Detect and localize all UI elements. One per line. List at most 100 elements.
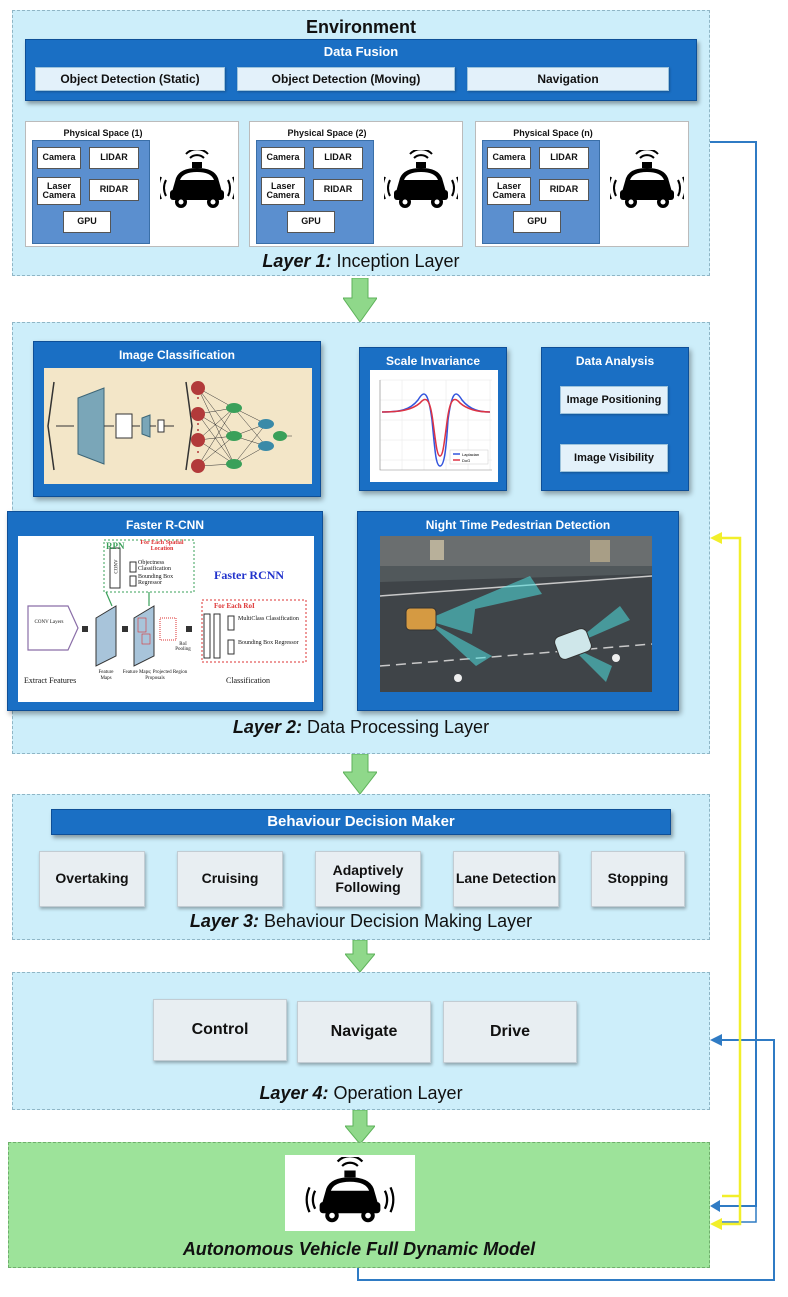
stopping-box: Stopping [591, 851, 685, 907]
layer1-caption: Layer 1: Inception Layer [13, 251, 709, 272]
sensor-group: Camera LIDAR Laser Camera RIDAR GPU [482, 140, 600, 244]
bbox-regressor2-label: Bounding Box Regressor [238, 640, 299, 646]
cnn-diagram [44, 368, 312, 484]
layer2-caption-text: Data Processing Layer [301, 717, 490, 737]
conv-layers-label: CONV Layers [34, 620, 64, 625]
night-detection-image [380, 536, 652, 692]
feedback-line-yellow [722, 536, 742, 1226]
data-analysis-panel: Data Analysis Image Positioning Image Vi… [541, 347, 689, 491]
feedback-branch [720, 1040, 757, 1223]
feature-maps-label: Feature Maps [98, 670, 114, 681]
scale-invariance-title: Scale Invariance [385, 354, 481, 368]
ridar-sensor: RIDAR [313, 179, 363, 201]
physical-space-2: Physical Space (2) Camera LIDAR Laser Ca… [249, 121, 463, 247]
layer4-caption-em: Layer 4: [259, 1083, 329, 1103]
camera-sensor: Camera [487, 147, 531, 169]
flow-arrow-1 [343, 278, 377, 322]
physical-space-title: Physical Space (1) [63, 128, 143, 138]
inception-layer: Environment Data Fusion Object Detection… [12, 10, 710, 276]
faster-rcnn-graphic [27, 539, 307, 667]
operation-layer: Control Navigate Drive Layer 4: Operatio… [12, 972, 710, 1110]
environment-title: Environment [305, 17, 416, 37]
image-positioning-box: Image Positioning [560, 386, 668, 414]
arrowhead-yellow-layer2 [710, 532, 722, 544]
fusion-item-static: Object Detection (Static) [35, 67, 225, 91]
layer3-caption: Layer 3: Behaviour Decision Making Layer [13, 911, 709, 932]
data-processing-layer: Image Classification [7, 322, 710, 754]
data-analysis-title: Data Analysis [575, 354, 655, 368]
scale-invariance-chart: Laplacian DoG [370, 370, 498, 482]
vehicle-image-box [285, 1155, 415, 1231]
lidar-sensor: LIDAR [89, 147, 139, 169]
camera-sensor: Camera [37, 147, 81, 169]
gpu-unit: GPU [287, 211, 335, 233]
lane-detection-box: Lane Detection [453, 851, 559, 907]
for-each-spatial-label: For Each Spatial Location [140, 540, 184, 552]
ridar-sensor: RIDAR [89, 179, 139, 201]
cruising-box: Cruising [177, 851, 283, 907]
physical-space-title: Physical Space (2) [287, 128, 367, 138]
series-dog [381, 398, 491, 457]
behaviour-decision-maker-header: Behaviour Decision Maker [51, 809, 671, 835]
scale-invariance-panel: Scale Invariance Laplacian DoG [359, 347, 507, 491]
night-detection-title: Night Time Pedestrian Detection [425, 518, 611, 532]
extract-features-label: Extract Features [24, 676, 77, 685]
feedback-line-model [357, 1039, 775, 1281]
legend-dog: DoG [462, 458, 470, 463]
layer4-caption: Layer 4: Operation Layer [13, 1083, 709, 1104]
layer3-caption-em: Layer 3: [189, 911, 259, 931]
laser-camera-sensor: Laser Camera [261, 177, 305, 205]
classification-label: Classification [226, 676, 270, 685]
legend-laplacian: Laplacian [462, 452, 479, 457]
faster-rcnn-title: Faster R-CNN [125, 518, 204, 532]
layer1-caption-em: Layer 1: [262, 251, 332, 271]
drive-box: Drive [443, 1001, 577, 1063]
laser-camera-sensor: Laser Camera [487, 177, 531, 205]
vehicle-model-caption: Autonomous Vehicle Full Dynamic Model [182, 1239, 536, 1259]
gpu-unit: GPU [63, 211, 111, 233]
sensor-group: Camera LIDAR Laser Camera RIDAR GPU [256, 140, 374, 244]
arrowhead-blue-layer4 [710, 1034, 722, 1046]
faster-rcnn-panel: Faster R-CNN [7, 511, 323, 711]
overtaking-box: Overtaking [39, 851, 145, 907]
feedback-line-layer1 [710, 141, 757, 1207]
faster-rcnn-diagram: RPN For Each Spatial Location CONV Objec… [18, 536, 314, 702]
feature-maps-proj-label: Feature Maps; Projected Region Proposals [122, 670, 188, 681]
camera-sensor: Camera [261, 147, 305, 169]
sensor-group: Camera LIDAR Laser Camera RIDAR GPU [32, 140, 150, 244]
laser-camera-sensor: Laser Camera [37, 177, 81, 205]
arrowhead-yellow-model [710, 1218, 722, 1230]
lidar-sensor: LIDAR [313, 147, 363, 169]
layer3-caption-text: Behaviour Decision Making Layer [258, 911, 533, 931]
layer2-caption: Layer 2: Data Processing Layer [13, 717, 709, 738]
faster-rcnn-big-label: Faster RCNN [214, 568, 285, 582]
series-laplacian [381, 393, 491, 467]
bbox-regressor-label: Bounding Box Regressor [138, 574, 174, 586]
for-each-roi-label: For Each RoI [214, 602, 255, 610]
fusion-item-moving: Object Detection (Moving) [237, 67, 455, 91]
ridar-sensor: RIDAR [539, 179, 589, 201]
physical-space-n: Physical Space (n) Camera LIDAR Laser Ca… [475, 121, 689, 247]
layer4-caption-text: Operation Layer [328, 1083, 463, 1103]
image-classification-title: Image Classification [118, 348, 236, 362]
arrowhead-blue-model [710, 1200, 720, 1212]
night-detection-panel: Night Time Pedestrian Detection [357, 511, 679, 711]
flow-arrow-3 [345, 940, 375, 972]
flow-arrow-2 [343, 754, 377, 794]
image-visibility-box: Image Visibility [560, 444, 668, 472]
fusion-item-navigation: Navigation [467, 67, 669, 91]
gpu-unit: GPU [513, 211, 561, 233]
image-classification-panel: Image Classification [33, 341, 321, 497]
roi-pooling-label: RoI Pooling [175, 642, 191, 652]
navigate-box: Navigate [297, 1001, 431, 1063]
data-fusion-title: Data Fusion [323, 44, 399, 59]
adaptively-following-box: Adaptively Following [315, 851, 421, 907]
control-box: Control [153, 999, 287, 1061]
rpn-label: RPN [106, 541, 125, 551]
physical-space-1: Physical Space (1) Camera LIDAR Laser Ca… [25, 121, 239, 247]
flow-arrow-4 [345, 1110, 375, 1144]
multiclass-label: MultiClass Classification [238, 616, 299, 622]
lidar-sensor: LIDAR [539, 147, 589, 169]
objectness-label: Objectness Classification [138, 560, 171, 572]
